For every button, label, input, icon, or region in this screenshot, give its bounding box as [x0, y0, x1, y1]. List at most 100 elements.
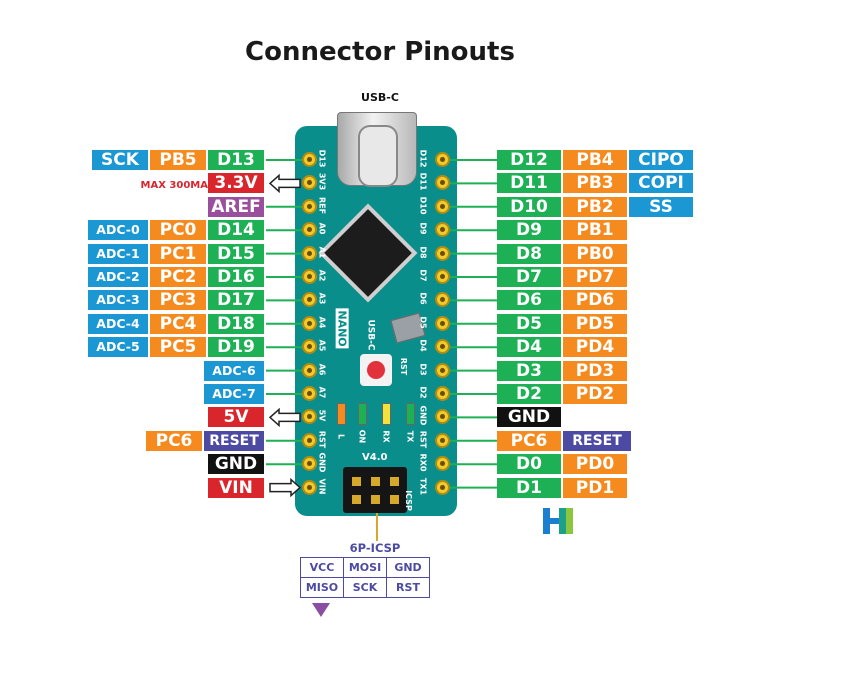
pin-label: PB0	[563, 243, 627, 264]
icsp-pin-table: VCC MOSI GND MISO SCK RST	[300, 557, 430, 598]
pin-label: PD6	[563, 290, 627, 311]
silk-label: A0	[317, 222, 327, 235]
usb-c-connector	[337, 112, 417, 187]
pin-label: D7	[497, 267, 561, 287]
pin-label: D19	[208, 337, 264, 358]
icsp-cell: GND	[386, 557, 430, 578]
header-pin	[302, 409, 317, 425]
icsp-pin	[390, 495, 399, 504]
board-silk-text: USB-C	[365, 319, 376, 351]
pin-label: PD7	[563, 267, 627, 287]
pin-label: D14	[208, 220, 264, 241]
pin-label: COPI	[629, 173, 693, 194]
header-pin	[435, 362, 450, 378]
silk-label: A6	[317, 363, 327, 375]
pin-label: ADC-2	[88, 267, 148, 287]
status-led	[358, 403, 367, 425]
silk-label: 5V	[317, 410, 327, 422]
pin-label: D12	[497, 150, 561, 170]
header-pin	[435, 175, 450, 191]
led-label: TX	[405, 430, 415, 443]
icsp-pin	[371, 495, 380, 504]
pin-label: VIN	[208, 477, 264, 498]
pin-label: D2	[497, 384, 561, 404]
header-pin	[435, 222, 450, 238]
max-current-note: MAX 300MA	[140, 180, 208, 191]
pin-label: PC1	[150, 243, 206, 264]
header-pin	[435, 152, 450, 167]
reset-button-cap	[367, 361, 385, 379]
silk-label: GND	[418, 405, 428, 426]
pin-label: ADC-3	[88, 290, 148, 311]
icsp-title: 6P-ICSP	[349, 541, 401, 555]
pin-label: D13	[208, 150, 264, 170]
silk-label: D8	[418, 245, 428, 259]
pin-label: PC6	[146, 430, 202, 451]
header-pin	[435, 479, 450, 495]
pin-label: D3	[497, 360, 561, 381]
header-pin	[302, 292, 317, 308]
pin-label: PD1	[563, 477, 627, 498]
header-pin	[302, 175, 317, 191]
nano-board	[295, 126, 457, 516]
pin-label: ADC-7	[204, 384, 264, 404]
pin-label: 5V	[208, 407, 264, 428]
pin-label: ADC-4	[88, 313, 148, 334]
header-pin	[302, 315, 317, 331]
page-title: Connector Pinouts	[245, 37, 515, 67]
board-silk-text: RST	[399, 357, 409, 376]
icsp-cell: SCK	[343, 577, 387, 598]
header-pin	[435, 339, 450, 355]
pin-label: CIPO	[629, 150, 693, 170]
pin-label: PD0	[563, 454, 627, 475]
pin-label: D15	[208, 243, 264, 264]
silk-label: D9	[418, 222, 428, 235]
silk-label: RX0	[418, 453, 428, 472]
pin-label: ADC-1	[88, 243, 148, 264]
pin-label: SCK	[92, 150, 148, 170]
header-pin	[435, 456, 450, 472]
pin-label: PC2	[150, 267, 206, 287]
header-pin	[435, 245, 450, 261]
header-pin	[302, 245, 317, 261]
reset-button[interactable]	[360, 354, 392, 386]
silk-label: 3V3	[317, 173, 327, 191]
pin-label: D1	[497, 477, 561, 498]
status-led	[406, 403, 415, 425]
pin-label: PC5	[150, 337, 206, 358]
pin-label: D8	[497, 243, 561, 264]
pin-label: PC6	[497, 430, 561, 451]
header-pin	[302, 456, 317, 472]
pin-label: AREF	[208, 196, 264, 217]
pin-label: D11	[497, 173, 561, 194]
pin-label: ADC-5	[88, 337, 148, 358]
pin-label: PB2	[563, 196, 627, 217]
pin-label: ADC-6	[204, 360, 264, 381]
led-label: RX	[381, 430, 391, 443]
usb-c-label: USB-C	[361, 91, 399, 104]
header-pin	[435, 315, 450, 331]
icsp-pin	[352, 495, 361, 504]
pin-label: GND	[208, 454, 264, 475]
pin-label: D6	[497, 290, 561, 311]
pin-label: D9	[497, 220, 561, 241]
pin-label: PD2	[563, 384, 627, 404]
pin-label: D16	[208, 267, 264, 287]
silk-label: D11	[418, 173, 428, 191]
icsp-pin	[371, 477, 380, 486]
pin-label: PB5	[150, 150, 206, 170]
silk-label: TX1	[418, 477, 428, 495]
pin-label: PC0	[150, 220, 206, 241]
triangle-marker-icon	[312, 603, 330, 617]
header-pin	[435, 386, 450, 401]
silk-label: A3	[317, 293, 327, 305]
header-pin	[302, 152, 317, 167]
pin-label: PD3	[563, 360, 627, 381]
header-pin	[435, 409, 450, 425]
icsp-pin	[352, 477, 361, 486]
pin-label: PC4	[150, 313, 206, 334]
board-silk-text: V4.0	[362, 452, 388, 463]
nano-label: NANO	[335, 308, 349, 349]
header-pin	[435, 432, 450, 448]
silk-label: A4	[317, 316, 327, 329]
